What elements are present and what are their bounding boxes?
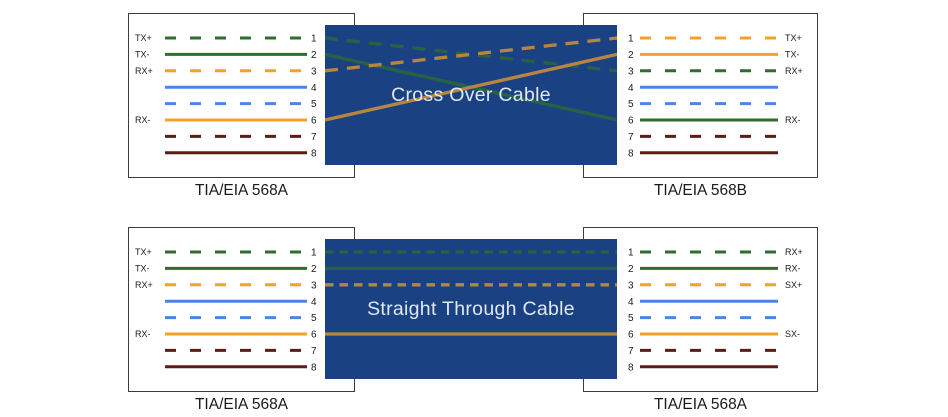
standard-caption: TIA/EIA 568B: [653, 182, 748, 199]
straight-cable-box: [325, 239, 617, 379]
standard-caption: TIA/EIA 568A: [194, 396, 289, 413]
standard-caption: TIA/EIA 568A: [653, 396, 748, 413]
crossover-right-connector-box: [583, 13, 818, 178]
straight-right-connector-box: [583, 227, 818, 392]
straight-left-connector-box: [128, 227, 355, 392]
crossover-left-connector-box: [128, 13, 355, 178]
crossover-cable-box: [325, 25, 617, 165]
standard-caption: TIA/EIA 568A: [194, 182, 289, 199]
